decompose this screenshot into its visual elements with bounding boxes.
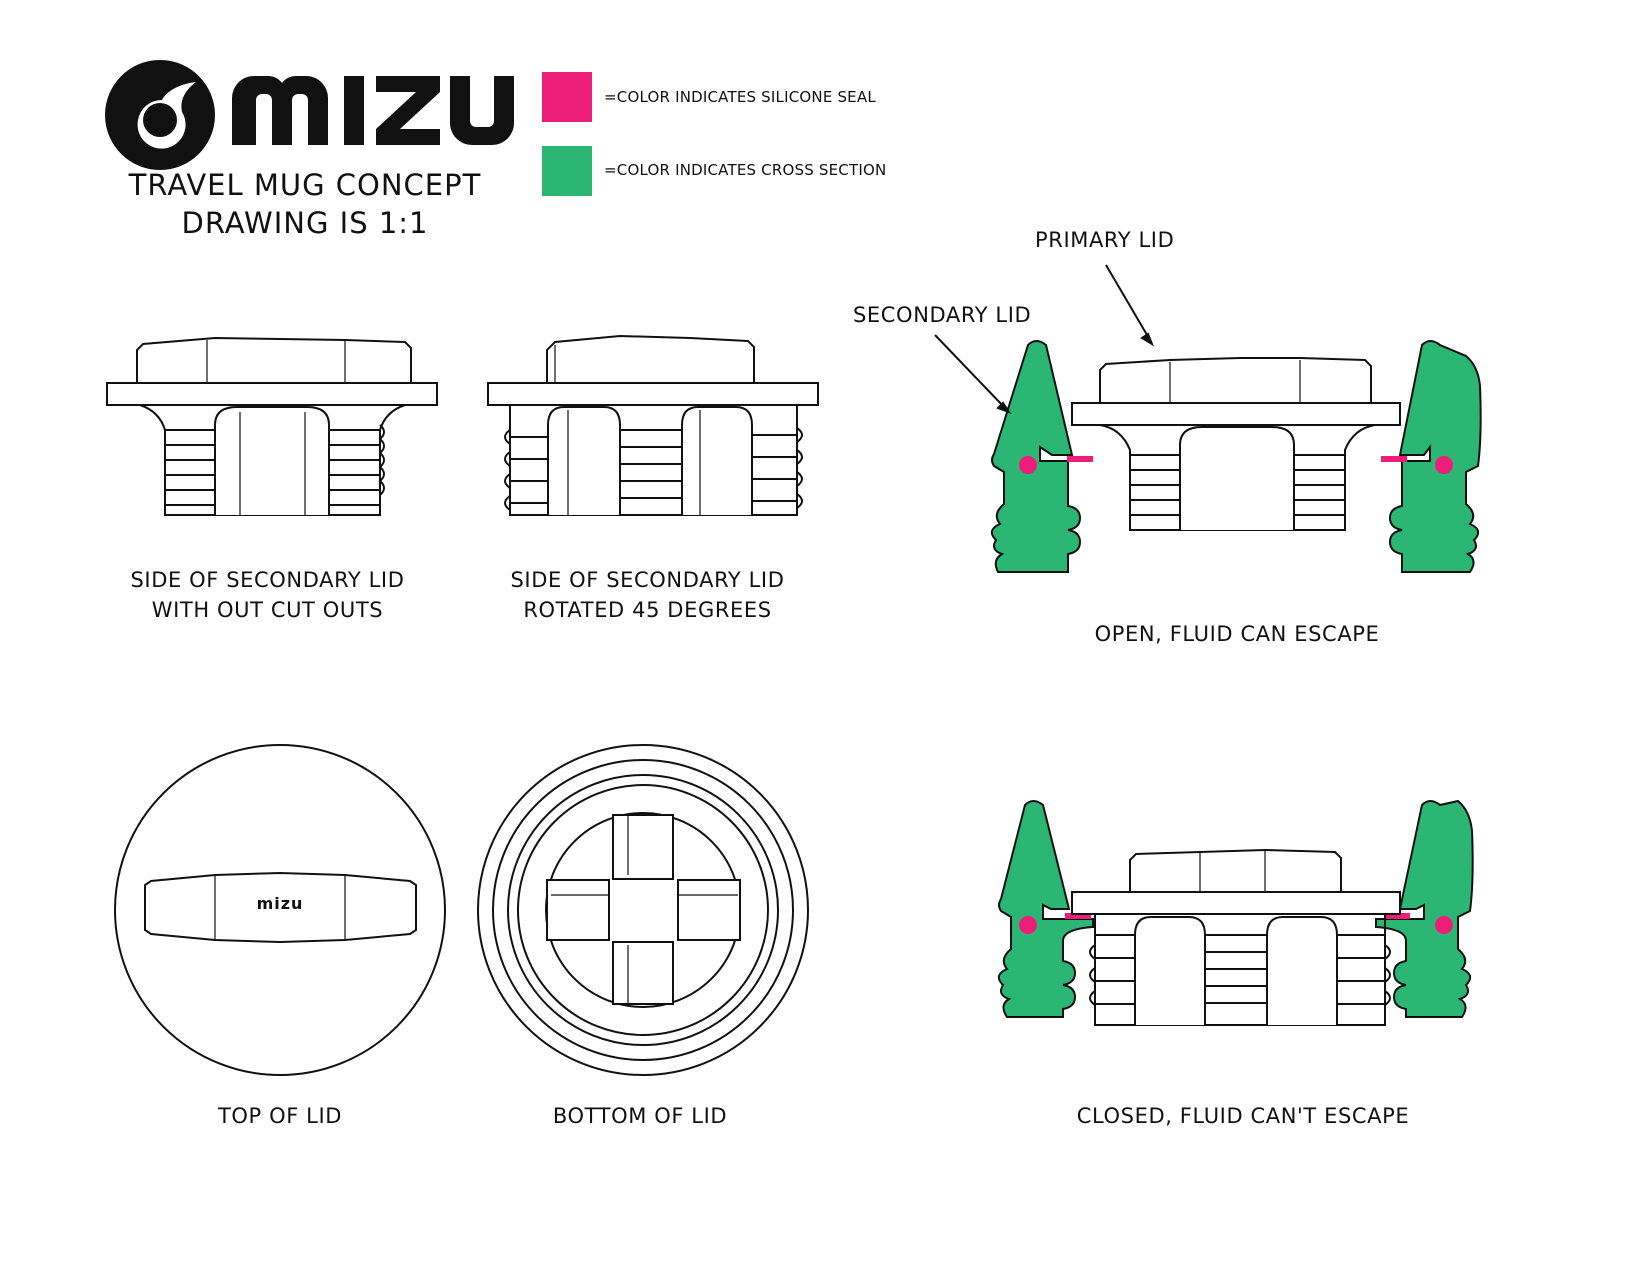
lid-embossed-wordmark: MIZU — [256, 894, 304, 913]
top-of-lid-view — [114, 744, 446, 1076]
open-cross-section — [934, 264, 1482, 573]
caption-top-of-lid: TOP OF LID — [217, 1104, 343, 1128]
bottom-of-lid-view — [477, 744, 809, 1076]
caption-bottom-of-lid: BOTTOM OF LID — [552, 1104, 728, 1128]
section-left-closed — [997, 800, 1094, 1018]
callout-secondary-lid: SECONDARY LID — [853, 303, 1032, 327]
legend-swatch-section — [542, 146, 592, 196]
caption-closed: CLOSED, FLUID CAN'T ESCAPE — [1076, 1104, 1410, 1128]
legend-swatch-seal — [542, 72, 592, 122]
closed-cross-section — [997, 799, 1474, 1026]
title-line-2: DRAWING IS 1:1 — [181, 206, 429, 240]
legend-text-section: =COLOR INDICATES CROSS SECTION — [604, 161, 887, 179]
section-left-open — [990, 340, 1082, 573]
caption-side-no-cutouts: SIDE OF SECONDARY LID WITH OUT CUT OUTS — [130, 568, 405, 622]
mizu-logo-mark — [105, 60, 215, 170]
side-view-rotated — [487, 334, 819, 516]
mizu-logo-wordmark — [232, 76, 514, 145]
title-line-1: TRAVEL MUG CONCEPT — [128, 168, 482, 202]
section-right-closed — [1375, 799, 1474, 1018]
legend-text-seal: =COLOR INDICATES SILICONE SEAL — [604, 88, 876, 106]
callout-primary-lid: PRIMARY LID — [1035, 228, 1175, 252]
side-view-no-cutouts — [106, 336, 438, 516]
caption-side-rotated: SIDE OF SECONDARY LID ROTATED 45 DEGREES — [510, 568, 785, 622]
section-right-open — [1388, 340, 1482, 573]
caption-open: OPEN, FLUID CAN ESCAPE — [1094, 622, 1380, 646]
